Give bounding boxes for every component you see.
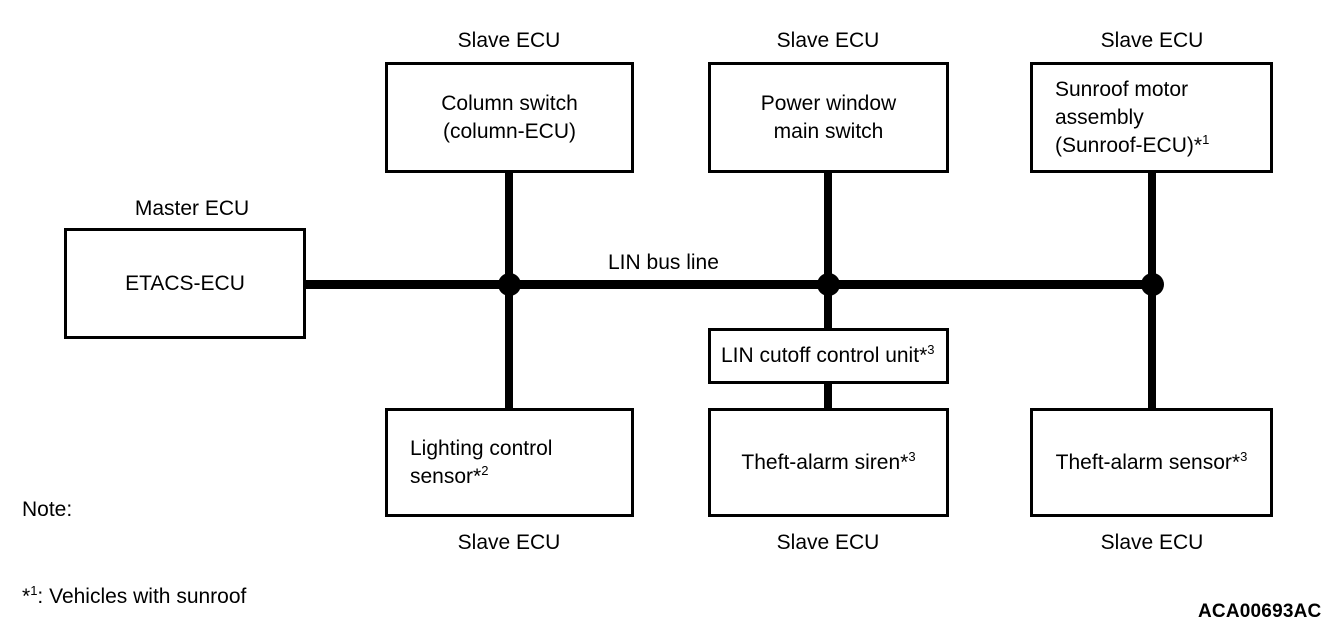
connector-bus-to-lin-cutoff [824,285,832,331]
note-item-1: *1: Vehicles with sunroof [22,583,247,608]
caption-sunroof-motor-slave-ecu: Slave ECU [1100,29,1204,52]
node-theft-alarm-sensor-label: Theft-alarm sensor*3 [1055,448,1248,474]
node-lin-cutoff-control-unit-label: LIN cutoff control unit*3 [721,342,935,367]
node-theft-alarm-siren[interactable]: Theft-alarm siren*3 [708,408,949,517]
caption-theft-sensor-slave-ecu: Slave ECU [1100,531,1204,554]
connector-lin-cutoff-to-theft-siren [824,382,832,410]
figure-code: ACA00693AC [1198,601,1322,622]
junction-dot-power-window [817,273,840,296]
connector-sunroof-to-bus [1148,172,1156,284]
note-heading: Note: [22,498,73,521]
connector-bus-to-theft-sensor [1148,285,1156,410]
junction-dot-sunroof [1141,273,1164,296]
node-column-switch[interactable]: Column switch (column-ECU) [385,62,634,173]
connector-power-window-to-bus [824,172,832,284]
node-etacs-ecu[interactable]: ETACS-ECU [64,228,306,339]
caption-master-ecu: Master ECU [134,197,250,220]
node-column-switch-label: Column switch (column-ECU) [441,91,578,143]
caption-theft-siren-slave-ecu: Slave ECU [776,531,880,554]
lin-bus-line-label: LIN bus line [608,251,719,274]
node-lin-cutoff-control-unit[interactable]: LIN cutoff control unit*3 [708,328,949,384]
node-power-window-main-switch-label: Power window main switch [760,91,897,143]
caption-power-window-slave-ecu: Slave ECU [776,29,880,52]
node-theft-alarm-sensor[interactable]: Theft-alarm sensor*3 [1030,408,1273,517]
node-power-window-main-switch[interactable]: Power window main switch [708,62,949,173]
connector-bus-to-lighting-sensor [505,285,513,410]
node-etacs-ecu-label: ETACS-ECU [125,271,245,295]
caption-column-switch-slave-ecu: Slave ECU [457,29,561,52]
caption-lighting-sensor-slave-ecu: Slave ECU [457,531,561,554]
node-theft-alarm-siren-label: Theft-alarm siren*3 [741,448,916,474]
connector-column-switch-to-bus [505,172,513,284]
junction-dot-column [498,273,521,296]
lin-bus-line [303,280,1156,289]
note-block: Note: *1: Vehicles with sunroof *2: Vehi… [22,437,341,629]
